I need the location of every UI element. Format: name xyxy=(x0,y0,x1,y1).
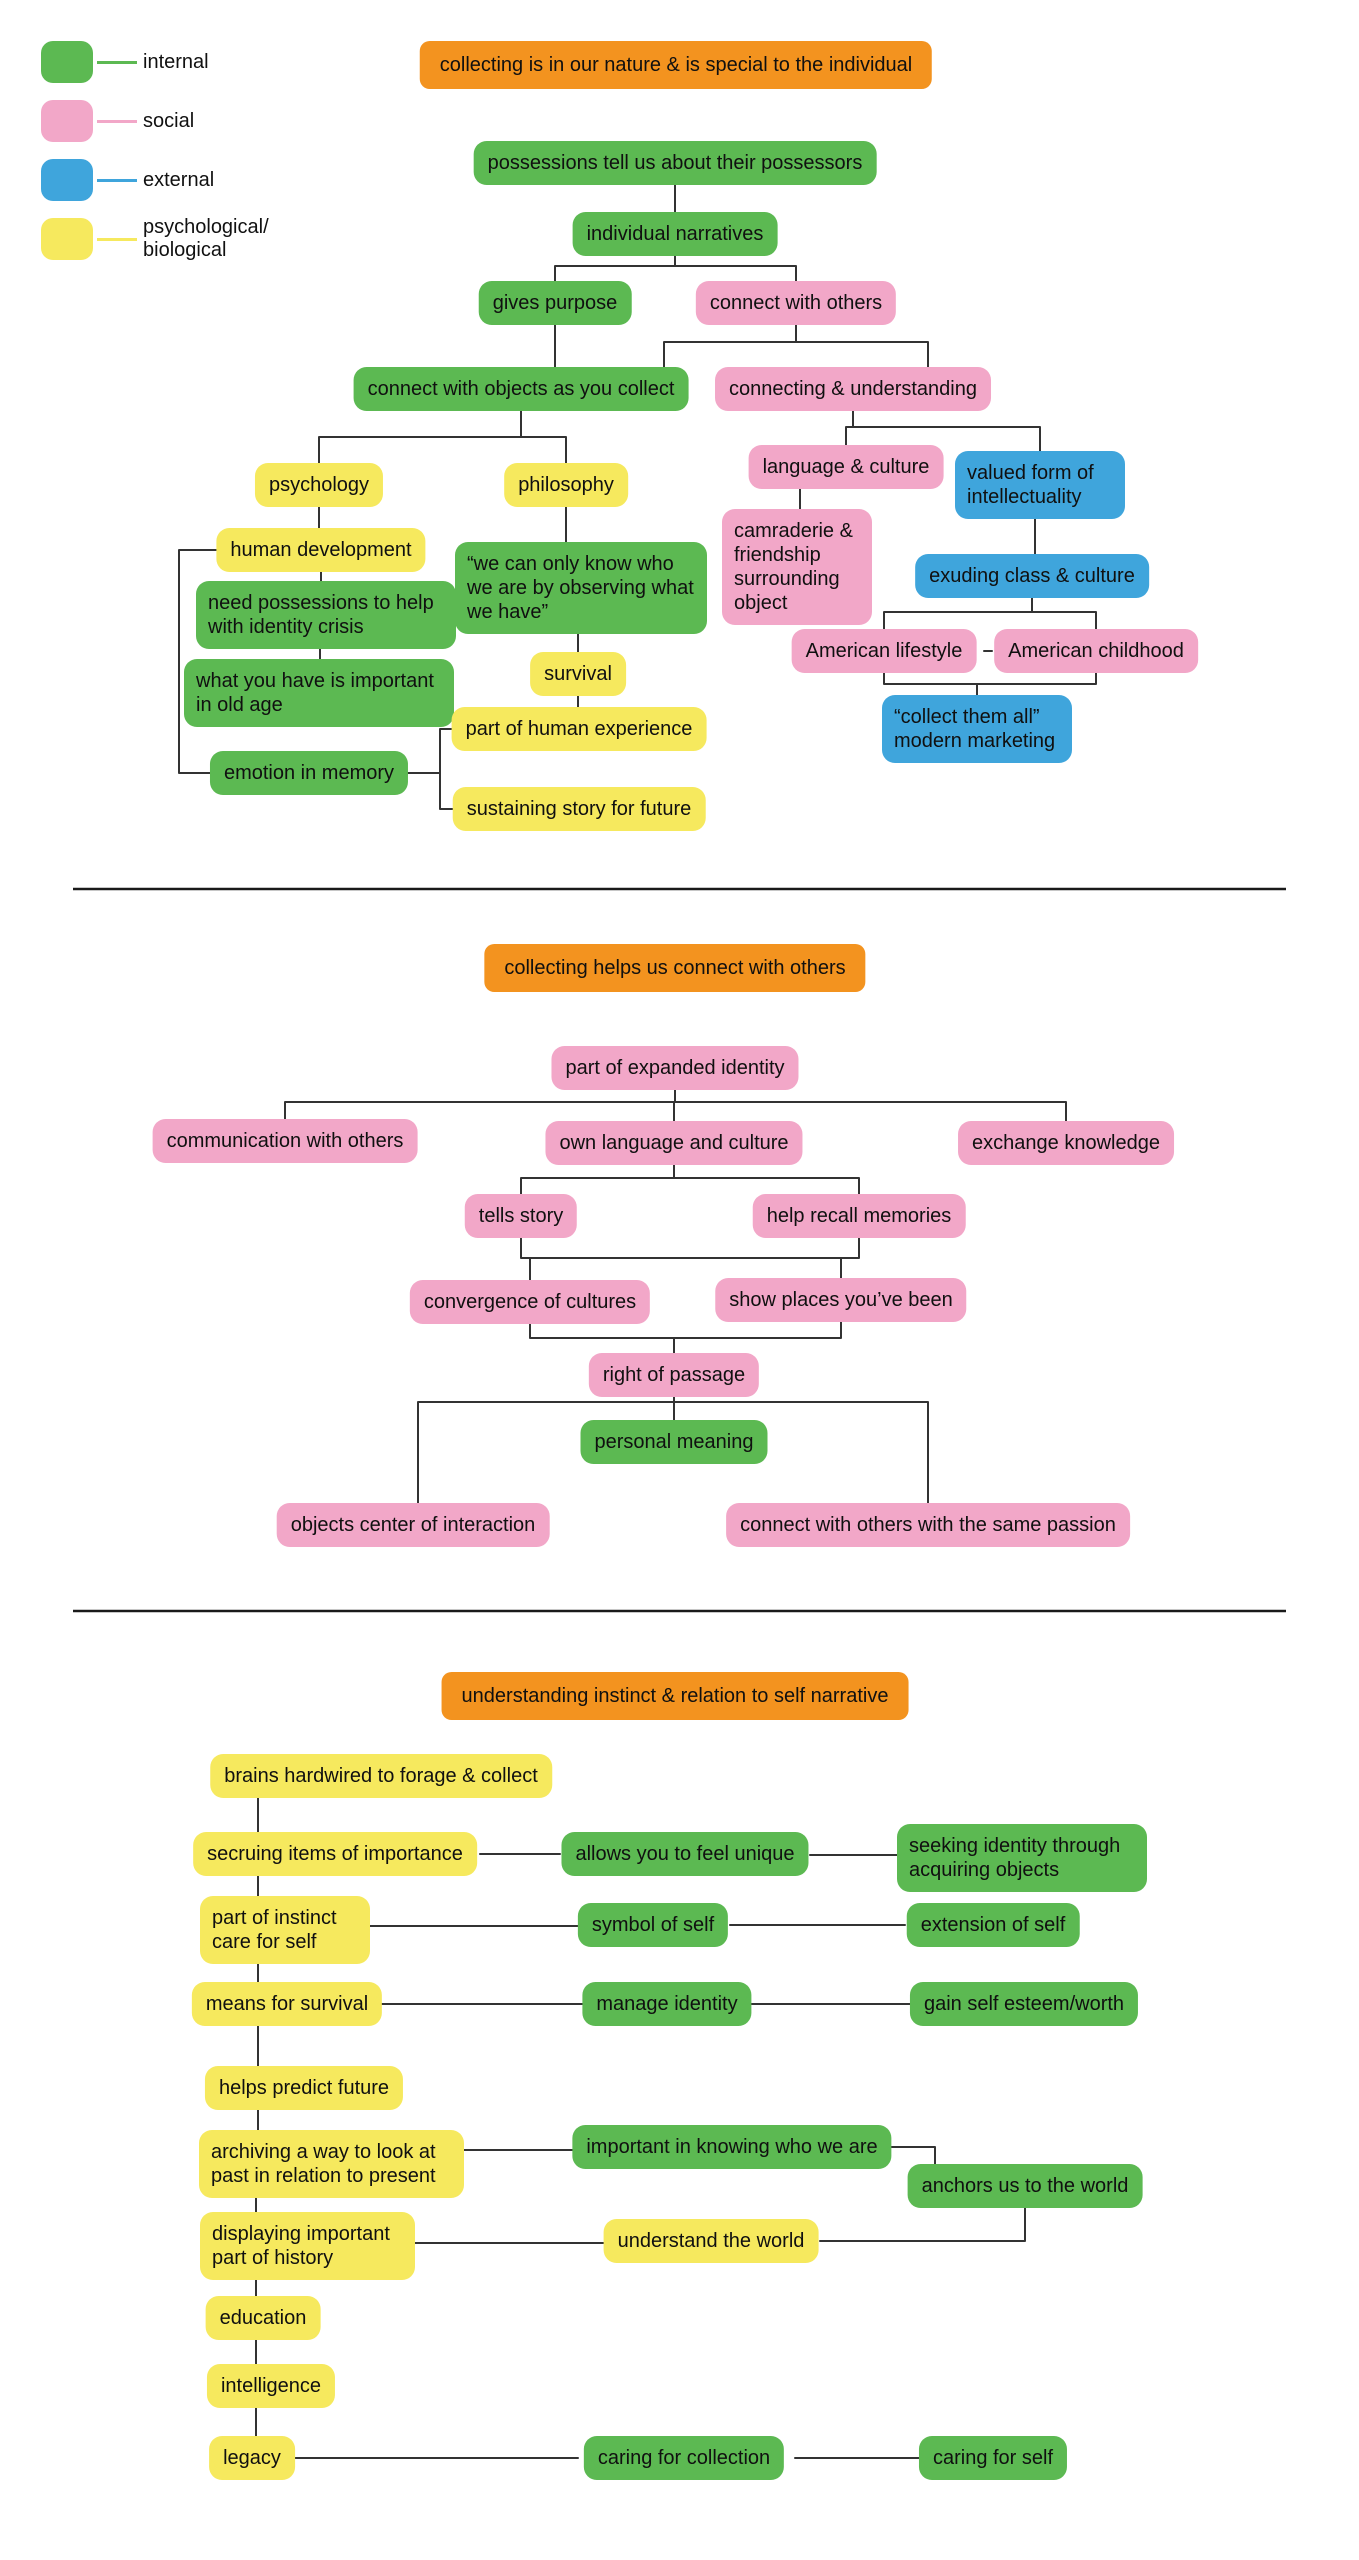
node-connecting-understanding[interactable]: connecting & understanding xyxy=(715,367,991,411)
node-need-possessions[interactable]: need possessions to help with identity c… xyxy=(196,581,456,649)
node-self-esteem[interactable]: gain self esteem/worth xyxy=(909,1982,1139,2026)
node-collect-them-all[interactable]: “collect them all” modern marketing xyxy=(882,695,1072,763)
node-communication[interactable]: communication with others xyxy=(152,1119,418,1163)
node-gives-purpose[interactable]: gives purpose xyxy=(478,281,632,325)
node-brains-hardwired[interactable]: brains hardwired to forage & collect xyxy=(210,1754,552,1798)
node-psychology[interactable]: psychology xyxy=(254,463,384,507)
node-knowing-who-we-are[interactable]: important in knowing who we are xyxy=(572,2125,892,2169)
node-camraderie[interactable]: camraderie & friendship surrounding obje… xyxy=(722,509,872,625)
node-caring-collection[interactable]: caring for collection xyxy=(583,2436,785,2480)
node-sustaining-story[interactable]: sustaining story for future xyxy=(452,787,706,831)
node-intelligence[interactable]: intelligence xyxy=(206,2364,336,2408)
legend: internal social external psychological/ … xyxy=(41,41,269,277)
node-show-places[interactable]: show places you’ve been xyxy=(715,1278,967,1322)
section-dividers xyxy=(73,887,1286,1613)
node-individual-narratives[interactable]: individual narratives xyxy=(572,212,778,256)
node-displaying-history[interactable]: displaying important part of history xyxy=(200,2212,415,2280)
node-feel-unique[interactable]: allows you to feel unique xyxy=(561,1832,809,1876)
node-recall-memories[interactable]: help recall memories xyxy=(752,1194,966,1238)
node-american-childhood[interactable]: American childhood xyxy=(994,629,1198,673)
node-tells-story[interactable]: tells story xyxy=(464,1194,578,1238)
node-predict-future[interactable]: helps predict future xyxy=(204,2066,404,2110)
node-human-development[interactable]: human development xyxy=(216,528,426,572)
node-section3-title[interactable]: understanding instinct & relation to sel… xyxy=(441,1672,909,1720)
node-own-language[interactable]: own language and culture xyxy=(545,1121,803,1165)
legend-item-external: external xyxy=(41,159,269,201)
node-extension-of-self[interactable]: extension of self xyxy=(906,1903,1080,1947)
legend-swatch-internal[interactable] xyxy=(41,41,93,83)
node-convergence-cultures[interactable]: convergence of cultures xyxy=(409,1280,651,1324)
node-means-survival[interactable]: means for survival xyxy=(191,1982,383,2026)
node-connect-objects[interactable]: connect with objects as you collect xyxy=(353,367,689,411)
node-manage-identity[interactable]: manage identity xyxy=(582,1982,752,2026)
node-valued-intellect[interactable]: valued form of intellectuality xyxy=(955,451,1125,519)
node-philosophy[interactable]: philosophy xyxy=(504,463,628,507)
node-observing-quote[interactable]: “we can only know who we are by observin… xyxy=(455,542,707,634)
legend-item-psychological: psychological/ biological xyxy=(41,216,269,262)
node-american-lifestyle[interactable]: American lifestyle xyxy=(791,629,977,673)
node-possessions[interactable]: possessions tell us about their possesso… xyxy=(473,141,877,185)
node-exuding-class[interactable]: exuding class & culture xyxy=(915,554,1149,598)
node-personal-meaning[interactable]: personal meaning xyxy=(580,1420,768,1464)
node-part-instinct[interactable]: part of instinct care for self xyxy=(200,1896,370,1964)
legend-swatch-psychological[interactable] xyxy=(41,218,93,260)
legend-connector-psychological xyxy=(97,237,137,241)
legend-label-social: social xyxy=(143,109,195,132)
node-old-age[interactable]: what you have is important in old age xyxy=(184,659,454,727)
node-understand-world[interactable]: understand the world xyxy=(603,2219,819,2263)
node-human-experience[interactable]: part of human experience xyxy=(451,707,707,751)
node-connect-with-others[interactable]: connect with others xyxy=(695,281,897,325)
node-securing-items[interactable]: secruing items of importance xyxy=(193,1832,477,1876)
legend-label-internal: internal xyxy=(143,50,209,73)
legend-label-external: external xyxy=(143,168,215,191)
legend-label-psych-line2: biological xyxy=(143,239,227,261)
node-education[interactable]: education xyxy=(205,2296,321,2340)
node-section2-title[interactable]: collecting helps us connect with others xyxy=(484,944,866,992)
node-legacy[interactable]: legacy xyxy=(209,2436,295,2480)
node-caring-self[interactable]: caring for self xyxy=(918,2436,1068,2480)
node-archiving[interactable]: archiving a way to look at past in relat… xyxy=(199,2130,464,2198)
node-exchange-knowledge[interactable]: exchange knowledge xyxy=(958,1121,1174,1165)
node-symbol-of-self[interactable]: symbol of self xyxy=(577,1903,729,1947)
legend-connector-social xyxy=(97,119,137,123)
node-anchors-world[interactable]: anchors us to the world xyxy=(907,2164,1143,2208)
legend-label-psychological: psychological/ biological xyxy=(143,216,269,262)
node-right-of-passage[interactable]: right of passage xyxy=(588,1353,760,1397)
node-expanded-identity[interactable]: part of expanded identity xyxy=(551,1046,799,1090)
legend-swatch-external[interactable] xyxy=(41,159,93,201)
node-emotion-memory[interactable]: emotion in memory xyxy=(209,751,409,795)
legend-swatch-social[interactable] xyxy=(41,100,93,142)
node-language-culture[interactable]: language & culture xyxy=(748,445,944,489)
node-section1-title[interactable]: collecting is in our nature & is special… xyxy=(419,41,933,89)
node-survival[interactable]: survival xyxy=(530,652,626,696)
legend-label-psych-line1: psychological/ xyxy=(143,216,269,238)
legend-item-social: social xyxy=(41,100,269,142)
legend-connector-external xyxy=(97,178,137,182)
node-objects-center[interactable]: objects center of interaction xyxy=(276,1503,550,1547)
legend-item-internal: internal xyxy=(41,41,269,83)
node-seeking-identity[interactable]: seeking identity through acquiring objec… xyxy=(897,1824,1147,1892)
node-same-passion[interactable]: connect with others with the same passio… xyxy=(726,1503,1130,1547)
legend-connector-internal xyxy=(97,60,137,64)
